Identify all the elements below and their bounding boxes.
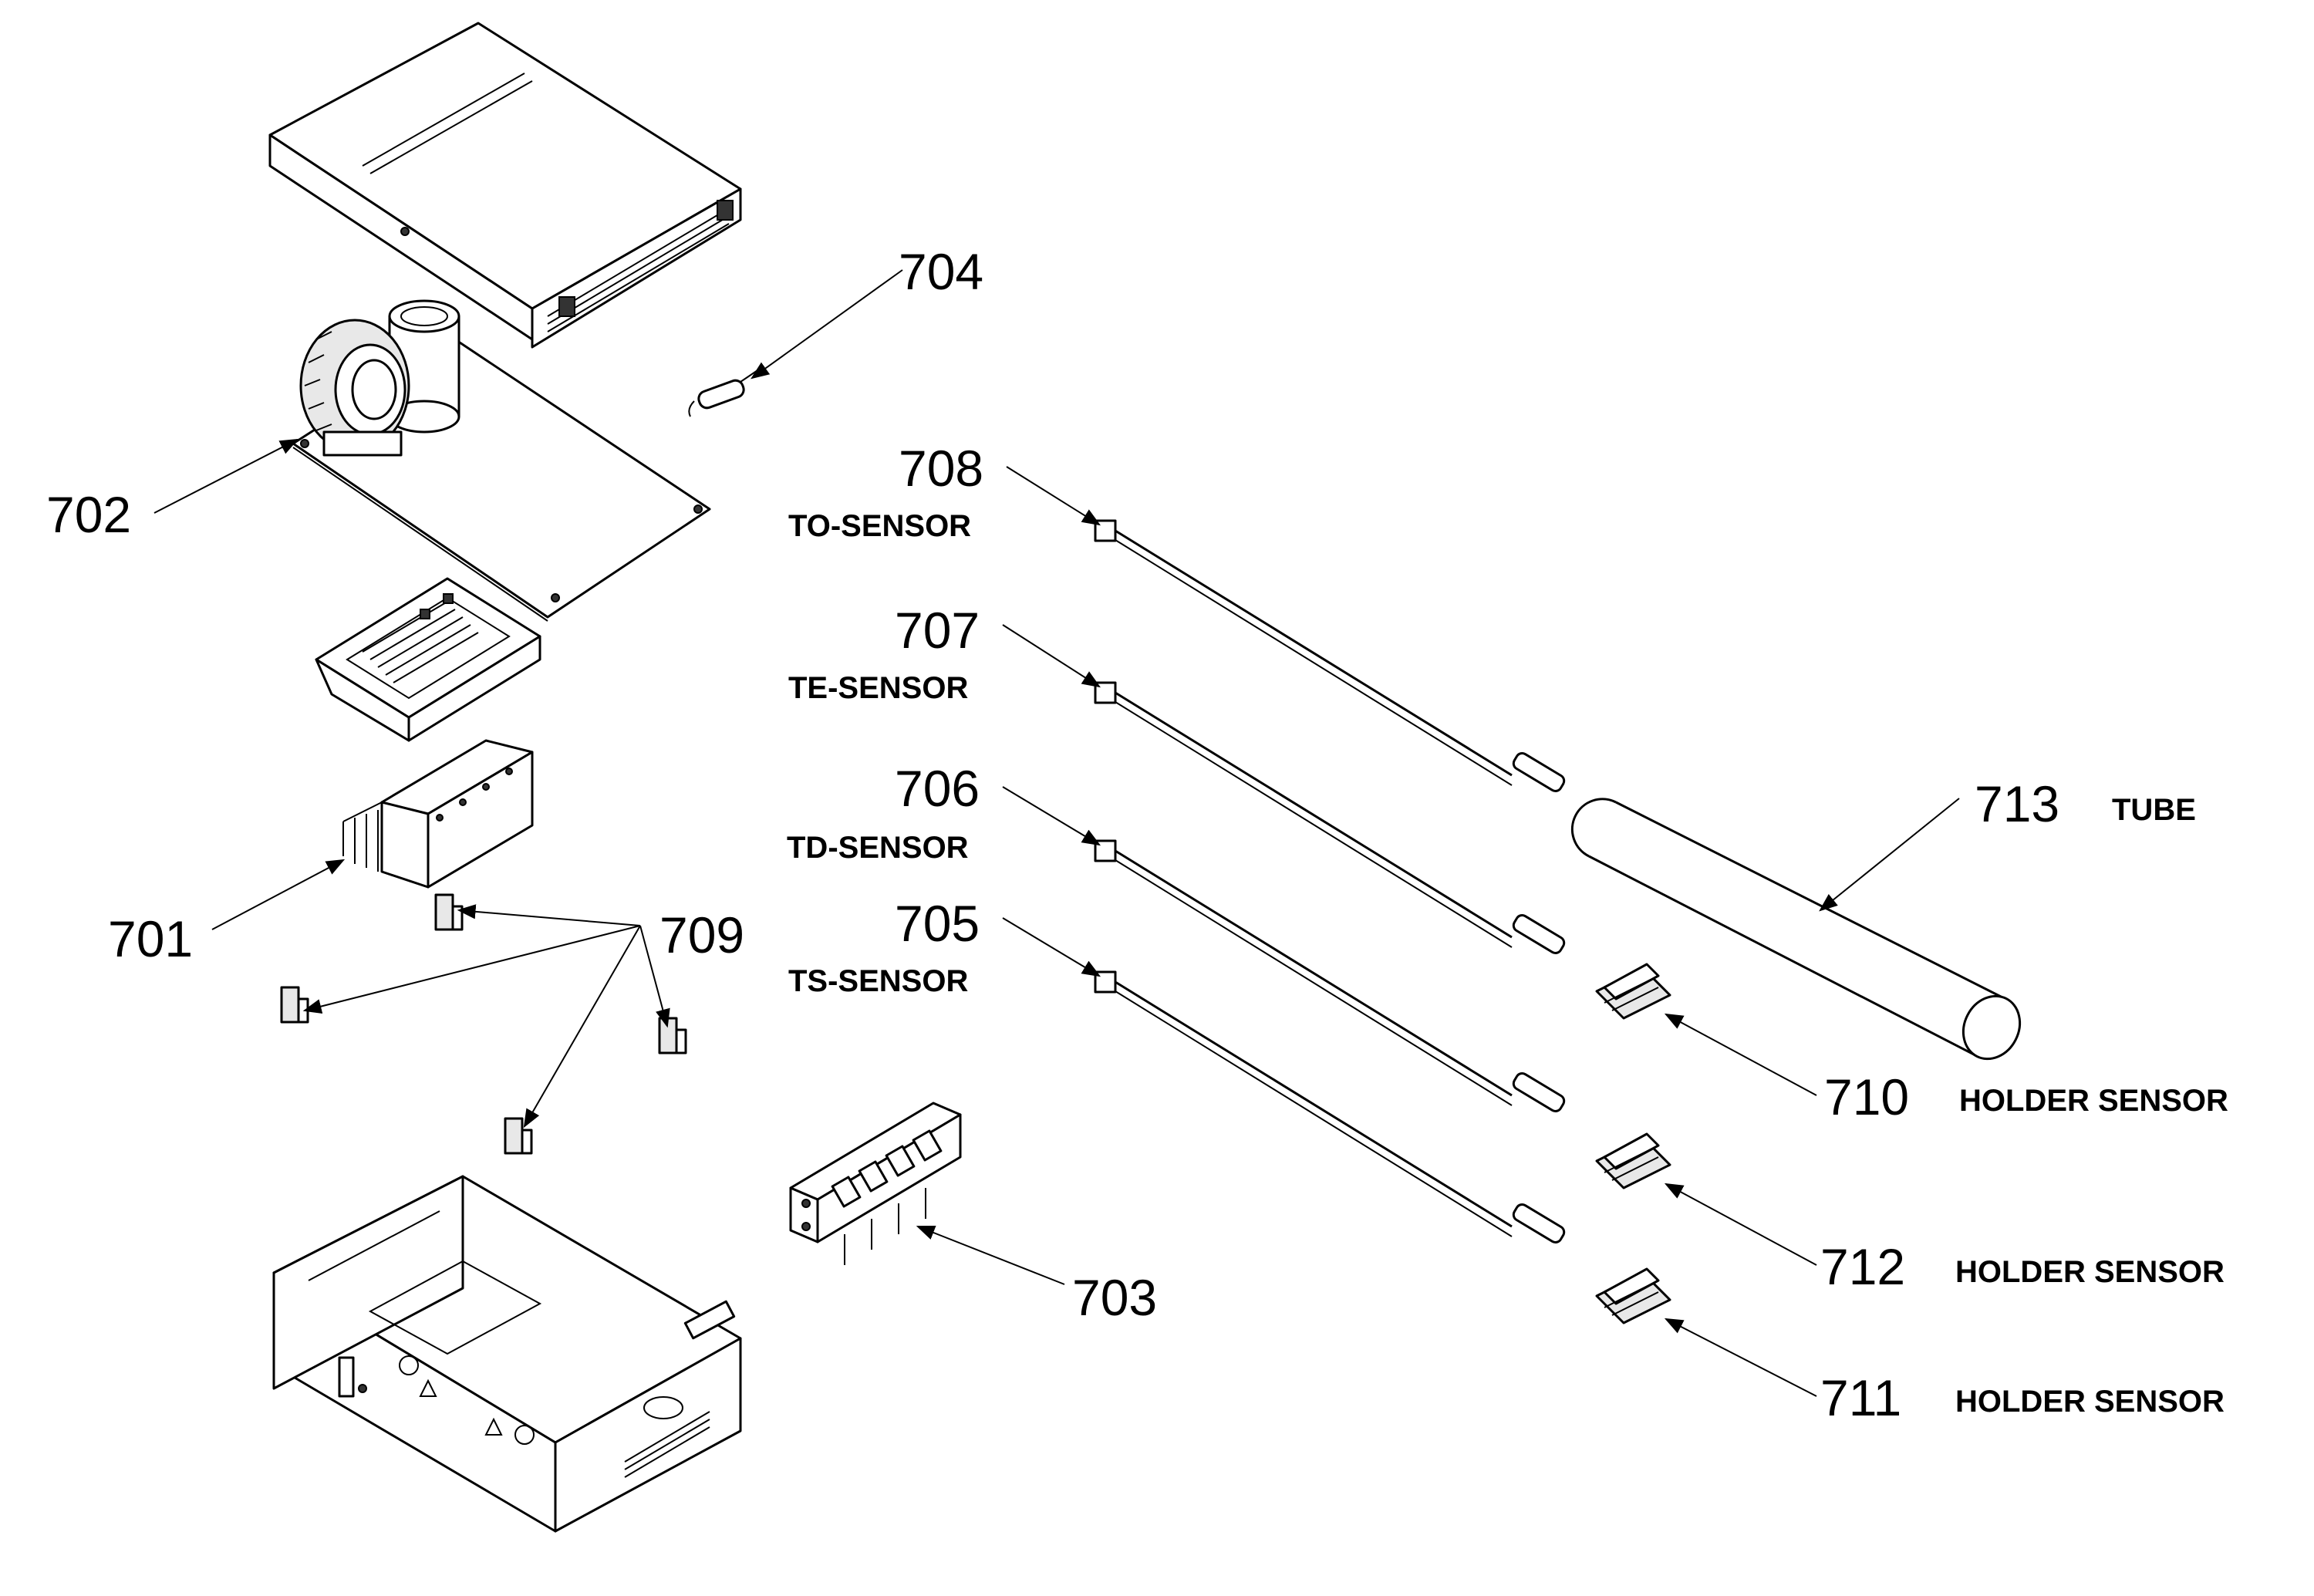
holder-sensor-712 (1595, 1132, 1671, 1189)
leader-lines (153, 269, 1960, 1397)
sensor-probe-706 (1094, 839, 1566, 1112)
callout-707-number: 707 (895, 602, 980, 659)
heat-sink (342, 739, 534, 889)
bottom-chassis (272, 1175, 742, 1533)
clip-709-a (434, 893, 464, 931)
callout-711-label: HOLDER SENSOR (1955, 1385, 2225, 1419)
callout-706-label: TD-SENSOR (787, 831, 969, 865)
callout-710-label: HOLDER SENSOR (1959, 1084, 2228, 1118)
pcb-assembly (292, 299, 711, 622)
callout-703-number: 703 (1072, 1269, 1157, 1326)
callout-705-number: 705 (895, 895, 980, 952)
callout-709-number: 709 (659, 906, 744, 963)
top-cover (268, 22, 742, 349)
callout-701-number: 701 (108, 910, 193, 967)
tube (1570, 798, 2022, 1061)
callout-713-label: TUBE (2112, 793, 2196, 827)
callout-710-number: 710 (1824, 1068, 1909, 1125)
callout-707-label: TE-SENSOR (788, 671, 968, 705)
sensor-probe-705 (1094, 970, 1566, 1243)
callout-708-label: TO-SENSOR (788, 509, 971, 543)
clip-709-d (504, 1117, 533, 1155)
callout-713-number: 713 (1975, 775, 2059, 832)
sensor-probe-708 (1094, 519, 1566, 792)
callout-708-number: 708 (899, 440, 983, 497)
callout-706-number: 706 (895, 760, 980, 817)
terminal-tray (315, 577, 541, 742)
clip-709-c (658, 1017, 687, 1054)
callout-705-label: TS-SENSOR (788, 964, 968, 998)
callout-712-number: 712 (1820, 1238, 1905, 1295)
callout-704-number: 704 (899, 243, 983, 300)
callout-711-number: 711 (1820, 1369, 1901, 1426)
sensor-probe-707 (1094, 681, 1566, 954)
holder-sensor-710 (1595, 963, 1671, 1020)
callout-712-label: HOLDER SENSOR (1955, 1255, 2225, 1289)
terminal-block (789, 1102, 962, 1265)
sensor-704 (688, 368, 761, 417)
holder-sensor-711 (1595, 1267, 1671, 1324)
clip-709-b (280, 986, 309, 1024)
callout-702-number: 702 (46, 486, 131, 543)
